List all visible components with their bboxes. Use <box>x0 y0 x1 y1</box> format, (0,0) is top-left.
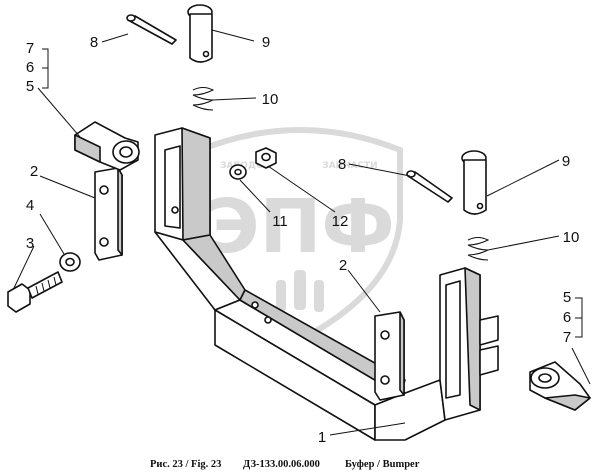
callout-11: 11 <box>272 213 288 230</box>
watermark: ЭПФ ЗАВОДСК ЗАПЧАСТИ <box>197 127 403 344</box>
caption-part-code: ДЗ-133.00.06.000 <box>243 459 320 470</box>
bracket-part-5-right <box>529 361 591 411</box>
washer-part-11 <box>229 164 247 180</box>
caption-figure-number: Рис. 23 / Fig. 23 <box>150 459 221 470</box>
callout-10-top: 10 <box>262 91 279 108</box>
callout-7-left: 7 <box>26 40 34 57</box>
watermark-text: ЭПФ <box>205 184 395 270</box>
callout-12: 12 <box>332 213 349 230</box>
leader-lines <box>13 29 591 436</box>
pin-part-9-top <box>187 4 213 63</box>
callout-8-top: 8 <box>90 34 98 51</box>
callout-7-right: 7 <box>563 329 571 346</box>
bumper-frame-part-1 <box>154 127 499 441</box>
callout-1: 1 <box>318 429 326 446</box>
nut-part-12 <box>255 147 277 169</box>
callout-6-right: 6 <box>563 309 571 326</box>
callout-2-right: 2 <box>339 257 347 274</box>
watermark-wheat-icon <box>276 270 324 312</box>
watermark-arc-right: ЗАПЧАСТИ <box>322 161 377 171</box>
watermark-arc-left: ЗАВОДСК <box>220 161 270 171</box>
pin-part-9-right <box>461 150 487 215</box>
callout-5-left: 5 <box>26 78 34 95</box>
callout-6-left: 6 <box>26 59 34 76</box>
callout-2-left: 2 <box>30 163 38 180</box>
callout-3: 3 <box>26 235 34 252</box>
bolt-part-3 <box>7 271 63 313</box>
cotter-pin-part-8-top <box>126 14 177 45</box>
bracket-part-5-left <box>74 121 140 171</box>
callout-8-right: 8 <box>338 156 346 173</box>
callout-5-right: 5 <box>563 289 571 306</box>
caption-title: Буфер / Bumper <box>345 459 420 470</box>
cotter-pin-part-8-right <box>406 170 453 203</box>
plate-part-2-left <box>94 167 123 261</box>
callout-9-right: 9 <box>562 153 570 170</box>
spring-part-10-right <box>467 237 490 261</box>
spring-part-10-top <box>192 87 215 111</box>
callout-4: 4 <box>26 197 34 214</box>
callouts: 1 2 2 3 4 5 6 7 5 6 7 8 8 9 9 10 10 11 1… <box>26 34 580 446</box>
washer-part-4 <box>59 252 81 272</box>
callout-10-right: 10 <box>563 229 580 246</box>
callout-9-top: 9 <box>262 34 270 51</box>
figure-caption: Рис. 23 / Fig. 23 ДЗ-133.00.06.000 Буфер… <box>150 459 420 470</box>
plate-part-2-right <box>374 311 405 401</box>
